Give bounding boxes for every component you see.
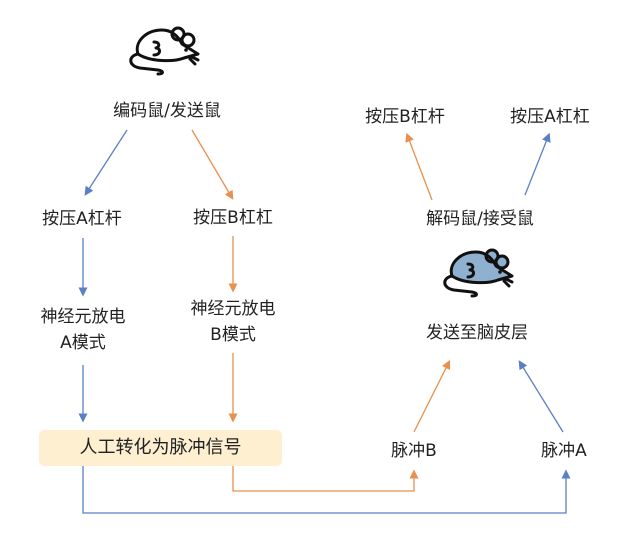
send-to-cortex-label: 发送至脑皮层 [426, 323, 528, 343]
decoder-label: 解码鼠/接受鼠 [426, 209, 534, 229]
press-a-lever-right: 按压A杠杠 [510, 107, 590, 127]
arrow-encoder-to-press-a [84, 129, 128, 196]
encoder-label: 编码鼠/发送鼠 [113, 101, 221, 121]
press-b-lever-left: 按压B杠杠 [193, 208, 273, 228]
press-b-lever-right: 按压B杠杆 [365, 107, 445, 127]
mouse-outline-icon [129, 26, 200, 76]
connector-convert-to-pulse-b [232, 466, 419, 492]
neuron-a-line2: A模式 [60, 333, 106, 353]
arrow-encoder-to-press-b [191, 129, 234, 200]
convert-to-pulse-label: 人工转化为脉冲信号 [79, 437, 242, 458]
arrow-pulse-a-to-cortex [518, 360, 564, 433]
pulse-b-label: 脉冲B [391, 441, 437, 461]
convert-highlight-box [39, 430, 282, 466]
neuron-b-line1: 神经元放电 [190, 299, 276, 319]
arrow-pulse-b-to-cortex [413, 359, 451, 433]
neuron-b-line2: B模式 [210, 325, 256, 345]
mouse-filled-icon [443, 248, 514, 298]
arrow-decoder-to-press-b [405, 132, 433, 201]
press-a-lever-left: 按压A杠杆 [42, 209, 122, 229]
connector-convert-to-pulse-a [82, 466, 571, 514]
neuron-a-line1: 神经元放电 [40, 307, 126, 327]
arrow-decoder-to-press-a [524, 132, 551, 196]
pulse-a-label: 脉冲A [541, 441, 587, 461]
